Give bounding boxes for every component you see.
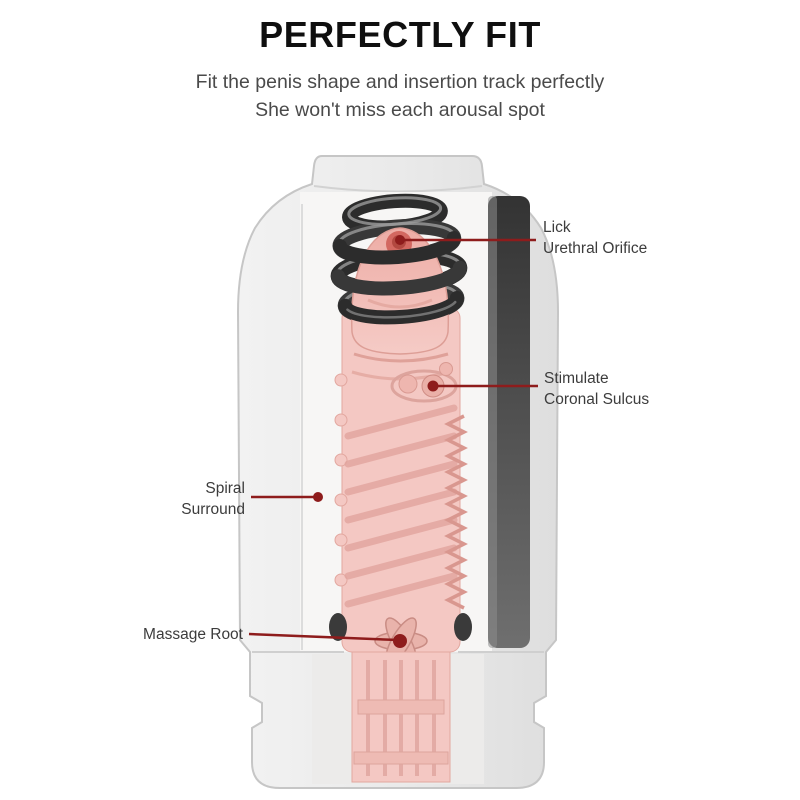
callout-label-line: Coronal Sulcus [544, 391, 650, 408]
page-title: PERFECTLY FIT [259, 14, 541, 55]
callout-dots [313, 235, 439, 648]
callout-lines [248, 238, 538, 642]
ridge-zigzag [444, 414, 468, 610]
callout-label-line: Lick [543, 219, 571, 236]
side-knob-right [454, 613, 472, 641]
tip-coil-front [331, 231, 467, 325]
cut-wall-slab [488, 196, 530, 648]
sleeve-base [351, 651, 451, 783]
callout-line-massage [248, 632, 399, 642]
callout-dot-spiral [313, 492, 323, 502]
side-knob-left [329, 613, 347, 641]
subtitle: Fit the penis shape and insertion track … [0, 68, 800, 124]
callout-label-line: Surround [181, 501, 245, 518]
spiral-texture [344, 404, 458, 608]
subtitle-line-2: She won't miss each arousal spot [255, 99, 545, 121]
callout-label-line: Stimulate [544, 370, 609, 387]
callout-dot-stimulate [427, 380, 439, 392]
callout-label-line: Spiral [205, 480, 245, 497]
callout-label-line: Massage Root [143, 626, 243, 643]
callout-lick-urethral-orifice: Lick Urethral Orifice [543, 217, 723, 259]
cap-seam [313, 185, 483, 193]
callout-stimulate-coronal-sulcus: Stimulate Coronal Sulcus [544, 368, 724, 410]
callout-dot-lick [395, 235, 405, 245]
subtitle-line-1: Fit the penis shape and insertion track … [195, 71, 605, 93]
sleeve-column [329, 307, 472, 665]
callout-label-line: Urethral Orifice [543, 240, 648, 257]
callout-dot-massage [393, 634, 407, 648]
callout-spiral-surround: Spiral Surround [110, 478, 245, 520]
cut-wall-highlight [488, 196, 497, 648]
callout-massage-root: Massage Root [85, 624, 243, 645]
dome-ridge [367, 298, 433, 309]
